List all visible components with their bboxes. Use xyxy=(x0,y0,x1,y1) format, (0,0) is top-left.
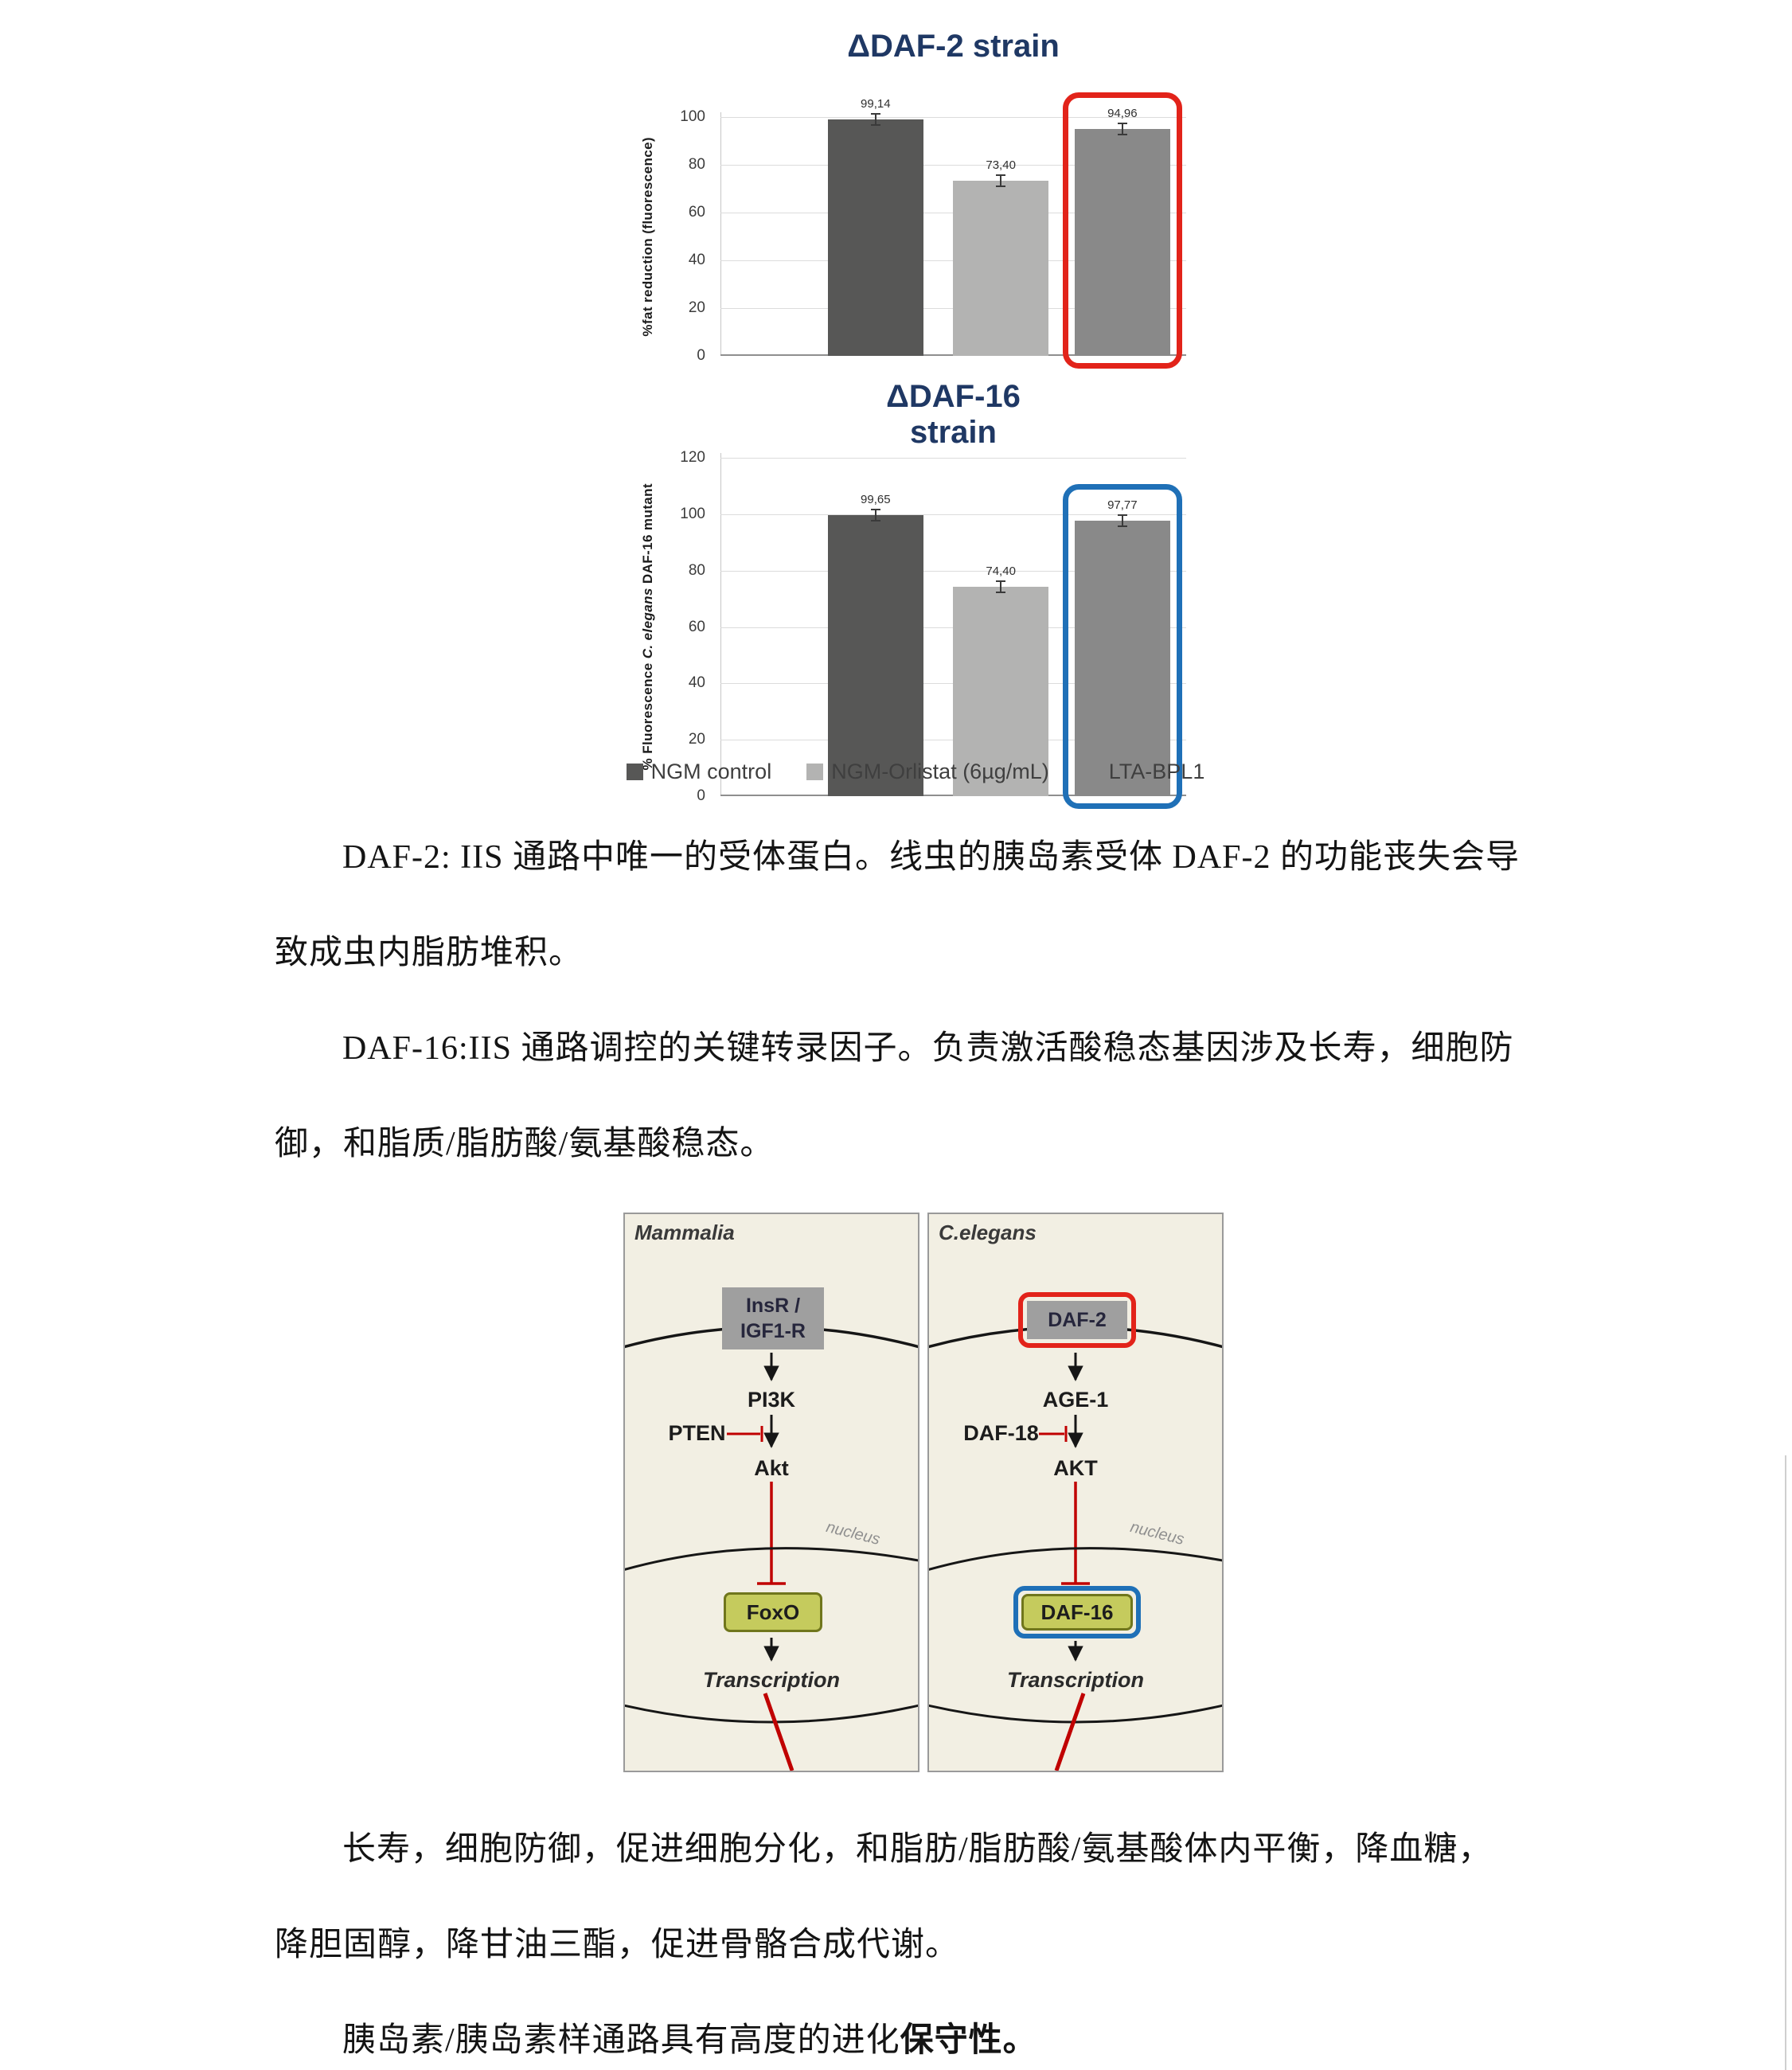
gridline xyxy=(720,570,1186,572)
daf2-red-highlight-box: DAF-2 xyxy=(1018,1292,1136,1348)
legend-item-lta-bpl1: LTA-BPL1 xyxy=(1083,760,1205,784)
y-tick-label: 80 xyxy=(688,156,705,173)
receptor-label-line1: InsR / xyxy=(745,1295,801,1317)
legend-swatch-ngm-orlistat xyxy=(806,764,824,780)
error-bar xyxy=(1117,514,1127,527)
bar-ngm-orlistat-6-g-ml- xyxy=(953,180,1049,356)
nucleus-membrane-curve xyxy=(625,1547,918,1571)
legend-label: NGM control xyxy=(650,760,772,783)
red-output-line xyxy=(1054,1693,1086,1771)
error-bar xyxy=(1117,123,1127,136)
y-tick-label: 120 xyxy=(680,449,705,466)
legend-swatch-lta-bpl1 xyxy=(1083,764,1101,780)
paragraph4: 胰岛素/胰岛素样通路具有高度的进化保守性。 xyxy=(342,2013,1037,2061)
paragraph3-line1: 长寿，细胞防御，促进细胞分化，和脂肪/脂肪酸/氨基酸体内平衡，降血糖， xyxy=(342,1831,1493,1868)
bar-highlight-box xyxy=(1062,483,1182,809)
daf16-blue-highlight-box: DAF-16 xyxy=(1013,1586,1141,1638)
page-edge-line xyxy=(1785,1455,1786,2070)
chart2-ylabel-part1: % Fluorescence xyxy=(640,658,655,771)
gridline xyxy=(720,458,1186,459)
chart2-ylabel-species-italic: C. elegans xyxy=(640,588,655,659)
gridline xyxy=(720,165,1186,166)
gridline xyxy=(720,117,1186,118)
chart2-title: ΔDAF-16 strain xyxy=(720,379,1186,451)
error-bar xyxy=(870,112,880,126)
paragraph2-line2: 御，和脂质/脂肪酸/氨基酸稳态。 xyxy=(275,1126,775,1162)
receptor-label-line2: IGF1-R xyxy=(740,1320,806,1342)
nucleus-membrane-curve xyxy=(929,1547,1222,1571)
y-tick-label: 100 xyxy=(680,108,705,125)
chart2-title-line2: strain xyxy=(910,415,997,450)
output-label-transcription: Transcription xyxy=(1006,1668,1145,1692)
legend-label: LTA-BPL1 xyxy=(1108,760,1205,783)
bar-lta-bpl1 xyxy=(1074,520,1170,796)
bar-value-label: 74,40 xyxy=(986,564,1016,578)
error-bar xyxy=(870,509,880,522)
inhibitor-label-pten: PTEN xyxy=(668,1421,726,1445)
y-tick-label: 40 xyxy=(688,252,705,268)
inhibitor-label-daf18: DAF-18 xyxy=(963,1421,1039,1445)
paragraph4-bold-text: 保守性。 xyxy=(900,2022,1037,2059)
bar-value-label: 99,65 xyxy=(861,493,891,507)
gridline xyxy=(720,514,1186,515)
panel-title-celegans: C.elegans xyxy=(939,1221,1037,1244)
y-tick-label: 0 xyxy=(697,787,705,804)
bar-lta-bpl1 xyxy=(1074,129,1170,356)
kinase-label-pi3k: PI3K xyxy=(747,1388,796,1412)
chart2-title-line1: ΔDAF-16 xyxy=(886,379,1021,414)
legend-item-ngm-orlistat: NGM-Orlistat (6µg/mL) xyxy=(806,760,1049,784)
bar-ngm-orlistat-6-g-ml- xyxy=(953,586,1049,796)
y-tick-label: 60 xyxy=(688,204,705,221)
legend-label: NGM-Orlistat (6µg/mL) xyxy=(831,760,1049,783)
y-tick-label: 40 xyxy=(688,674,705,692)
error-bar xyxy=(996,580,1006,593)
chart1-y-tick-column: 0 20 40 60 80 100 xyxy=(658,108,713,364)
y-tick-label: 20 xyxy=(688,731,705,748)
panel-celegans: C.elegans DAF-2 AGE-1 DAF-18 AKT nucleus… xyxy=(927,1213,1224,1772)
panel-title-mammalia: Mammalia xyxy=(634,1221,735,1244)
chart2-y-axis-label-text: % Fluorescence C. elegans DAF-16 mutant xyxy=(640,483,656,770)
kinase-label-akt: AKT xyxy=(1053,1456,1098,1480)
bar-value-label: 94,96 xyxy=(1107,107,1138,121)
legend-swatch-ngm-control xyxy=(626,764,643,780)
iis-pathway-diagram: Mammalia InsR / IGF1-R PI3K PTEN Akt nuc… xyxy=(623,1213,1224,1772)
kinase-label-age1: AGE-1 xyxy=(1042,1388,1109,1412)
kinase-label-akt: Akt xyxy=(754,1456,789,1480)
y-tick-label: 100 xyxy=(680,505,705,522)
output-label-transcription: Transcription xyxy=(702,1668,841,1692)
nucleus-bottom-curve xyxy=(625,1704,918,1724)
error-bar xyxy=(996,174,1006,187)
panel-mammalia: Mammalia InsR / IGF1-R PI3K PTEN Akt nuc… xyxy=(623,1213,919,1772)
y-tick-label: 0 xyxy=(697,347,705,364)
bar-value-label: 97,77 xyxy=(1107,498,1138,512)
bar-ngm-control xyxy=(827,515,923,796)
receptor-box-daf2: DAF-2 xyxy=(1027,1301,1127,1339)
paragraph4-normal-text: 胰岛素/胰岛素样通路具有高度的进化 xyxy=(342,2022,900,2059)
chart2-ylabel-part3: DAF-16 mutant xyxy=(640,483,655,588)
bar-ngm-control xyxy=(827,119,923,356)
bar-value-label: 99,14 xyxy=(861,96,891,111)
receptor-box-insr-igf1r: InsR / IGF1-R xyxy=(722,1287,824,1349)
bar-value-label: 73,40 xyxy=(986,158,1016,172)
bar-highlight-box xyxy=(1062,92,1182,369)
y-tick-label: 60 xyxy=(688,618,705,635)
chart1-y-axis-label-text: %fat reduction (fluorescence) xyxy=(640,136,655,337)
chart1-title: ΔDAF-2 strain xyxy=(847,29,1060,64)
chart-legend: NGM control NGM-Orlistat (6µg/mL) LTA-BP… xyxy=(557,760,1274,784)
y-tick-label: 80 xyxy=(688,561,705,579)
legend-item-ngm-control: NGM control xyxy=(626,760,772,784)
tf-box-daf16: DAF-16 xyxy=(1021,1594,1133,1631)
chart2-y-tick-column: 0 20 40 60 80 100 120 xyxy=(658,449,713,804)
paragraph1-line1: DAF-2: IIS 通路中唯一的受体蛋白。线虫的胰岛素受体 DAF-2 的功能… xyxy=(342,839,1521,876)
chart1-plot-area: 99,14 73,40 94,96 xyxy=(720,92,1186,369)
paragraph3-line2: 降胆固醇，降甘油三酯，促进骨骼合成代谢。 xyxy=(275,1927,960,1963)
red-output-line xyxy=(763,1693,794,1771)
paragraph2-line1: DAF-16:IIS 通路调控的关键转录因子。负责激活酸稳态基因涉及长寿，细胞防 xyxy=(342,1030,1514,1067)
tf-box-foxo: FoxO xyxy=(724,1592,822,1632)
chart2-plot-area: 99,65 74,40 97,77 xyxy=(720,453,1186,809)
y-tick-label: 20 xyxy=(688,299,705,316)
paragraph1-line2: 致成虫内脂肪堆积。 xyxy=(275,935,584,971)
